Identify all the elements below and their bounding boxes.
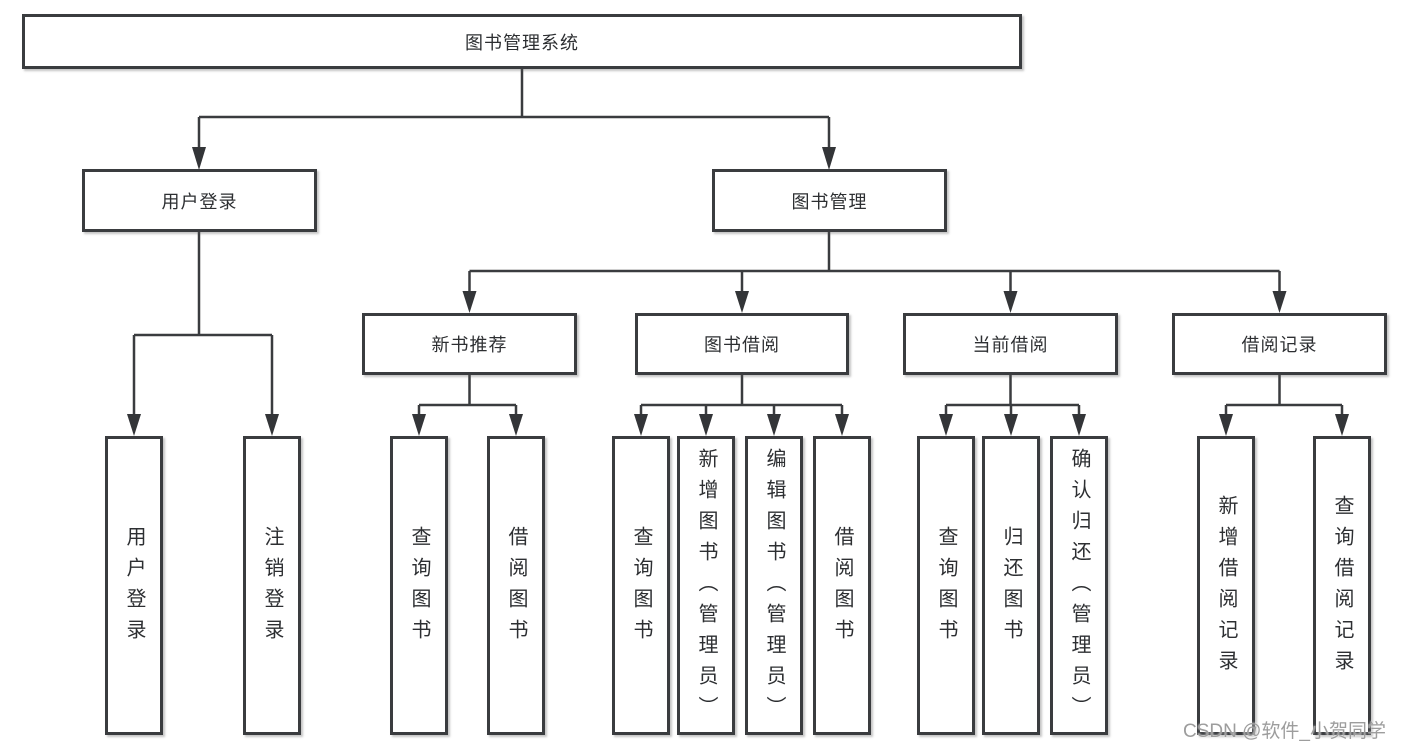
leaf-cb-confirm-return-admin: 确认归还（管理员） bbox=[1050, 436, 1108, 735]
connector-current-borrow-children bbox=[939, 375, 1086, 436]
arrowhead bbox=[1272, 291, 1287, 313]
arrowhead bbox=[835, 414, 849, 436]
leaf-bb-borrow-book: 借阅图书 bbox=[813, 436, 871, 735]
node-book-borrow: 图书借阅 bbox=[635, 313, 849, 375]
leaf-user-login: 用户登录 bbox=[105, 436, 163, 735]
node-borrow-records: 借阅记录 bbox=[1172, 313, 1387, 375]
connector-book-management-sections bbox=[462, 232, 1287, 313]
arrowhead bbox=[1072, 414, 1086, 436]
connector-book-borrow-children bbox=[634, 375, 849, 436]
csdn-watermark: CSDN @软件_小贺同学 bbox=[1183, 721, 1386, 742]
arrowhead bbox=[127, 414, 141, 436]
node-book-management: 图书管理 bbox=[712, 169, 947, 232]
arrowhead bbox=[699, 414, 713, 436]
leaf-bb-add-book-admin: 新增图书（管理员） bbox=[677, 436, 735, 735]
connector-new-book-recommend-children bbox=[412, 375, 523, 436]
leaf-cb-query-book: 查询图书 bbox=[917, 436, 975, 735]
arrowhead bbox=[265, 414, 279, 436]
node-root: 图书管理系统 bbox=[22, 14, 1022, 69]
connector-root-to-modules bbox=[192, 69, 836, 170]
arrowhead bbox=[509, 414, 523, 436]
leaf-nbr-borrow-book: 借阅图书 bbox=[487, 436, 545, 735]
arrowhead bbox=[634, 414, 648, 436]
leaf-logout-login: 注销登录 bbox=[243, 436, 301, 735]
arrowhead bbox=[939, 414, 953, 436]
arrowhead bbox=[1219, 414, 1233, 436]
node-current-borrow: 当前借阅 bbox=[903, 313, 1118, 375]
leaf-cb-return-book: 归还图书 bbox=[982, 436, 1040, 735]
leaf-nbr-query-book: 查询图书 bbox=[390, 436, 448, 735]
node-new-book-recommend: 新书推荐 bbox=[362, 313, 577, 375]
connector-user-login-children bbox=[127, 232, 279, 436]
arrowhead bbox=[412, 414, 426, 436]
arrowhead bbox=[822, 147, 836, 170]
arrowhead bbox=[192, 147, 206, 170]
connector-borrow-records-children bbox=[1219, 375, 1349, 436]
arrowhead bbox=[1003, 291, 1018, 313]
leaf-bb-edit-book-admin: 编辑图书（管理员） bbox=[745, 436, 803, 735]
leaf-br-add-record: 新增借阅记录 bbox=[1197, 436, 1255, 735]
arrowhead bbox=[1335, 414, 1349, 436]
leaf-br-query-record: 查询借阅记录 bbox=[1313, 436, 1371, 735]
node-user-login: 用户登录 bbox=[82, 169, 317, 232]
leaf-bb-query-book: 查询图书 bbox=[612, 436, 670, 735]
arrowhead bbox=[462, 291, 477, 313]
arrowhead bbox=[1004, 414, 1018, 436]
arrowhead bbox=[735, 291, 749, 313]
arrowhead bbox=[767, 414, 781, 436]
